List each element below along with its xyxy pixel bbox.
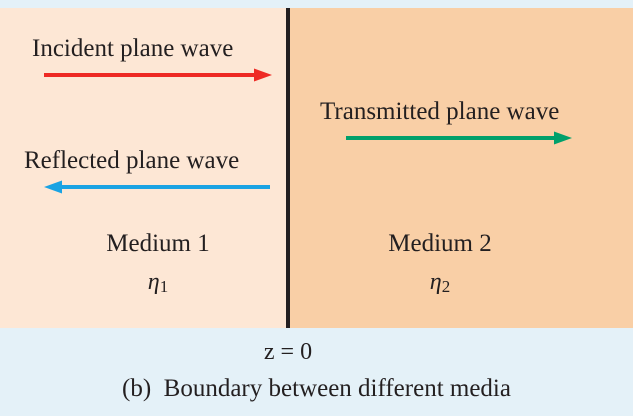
- medium-2-label: Medium 2: [388, 230, 492, 257]
- incident-wave-label: Incident plane wave: [32, 35, 234, 62]
- boundary-position-text: z = 0: [263, 339, 313, 365]
- boundary-position-label: z = 0: [228, 340, 348, 364]
- transmitted-wave-label: Transmitted plane wave: [320, 98, 560, 125]
- reflected-wave-arrow: [44, 180, 270, 194]
- figure-caption: (b) Boundary between different media: [122, 375, 511, 402]
- eta-symbol-2: η: [429, 269, 442, 295]
- transmitted-wave-arrow: [346, 131, 572, 145]
- reflected-wave-label: Reflected plane wave: [24, 147, 240, 174]
- incident-wave-arrow: [44, 68, 272, 82]
- boundary-line: [286, 8, 290, 328]
- medium-1-impedance: η1: [128, 270, 188, 295]
- medium-2-region: [288, 8, 633, 328]
- medium-1-region: [0, 8, 288, 328]
- eta-symbol-1: η: [147, 269, 160, 295]
- eta-subscript-1: 1: [159, 277, 169, 296]
- medium-1-label: Medium 1: [106, 230, 210, 257]
- eta-subscript-2: 2: [441, 277, 451, 296]
- medium-2-impedance: η2: [410, 270, 470, 295]
